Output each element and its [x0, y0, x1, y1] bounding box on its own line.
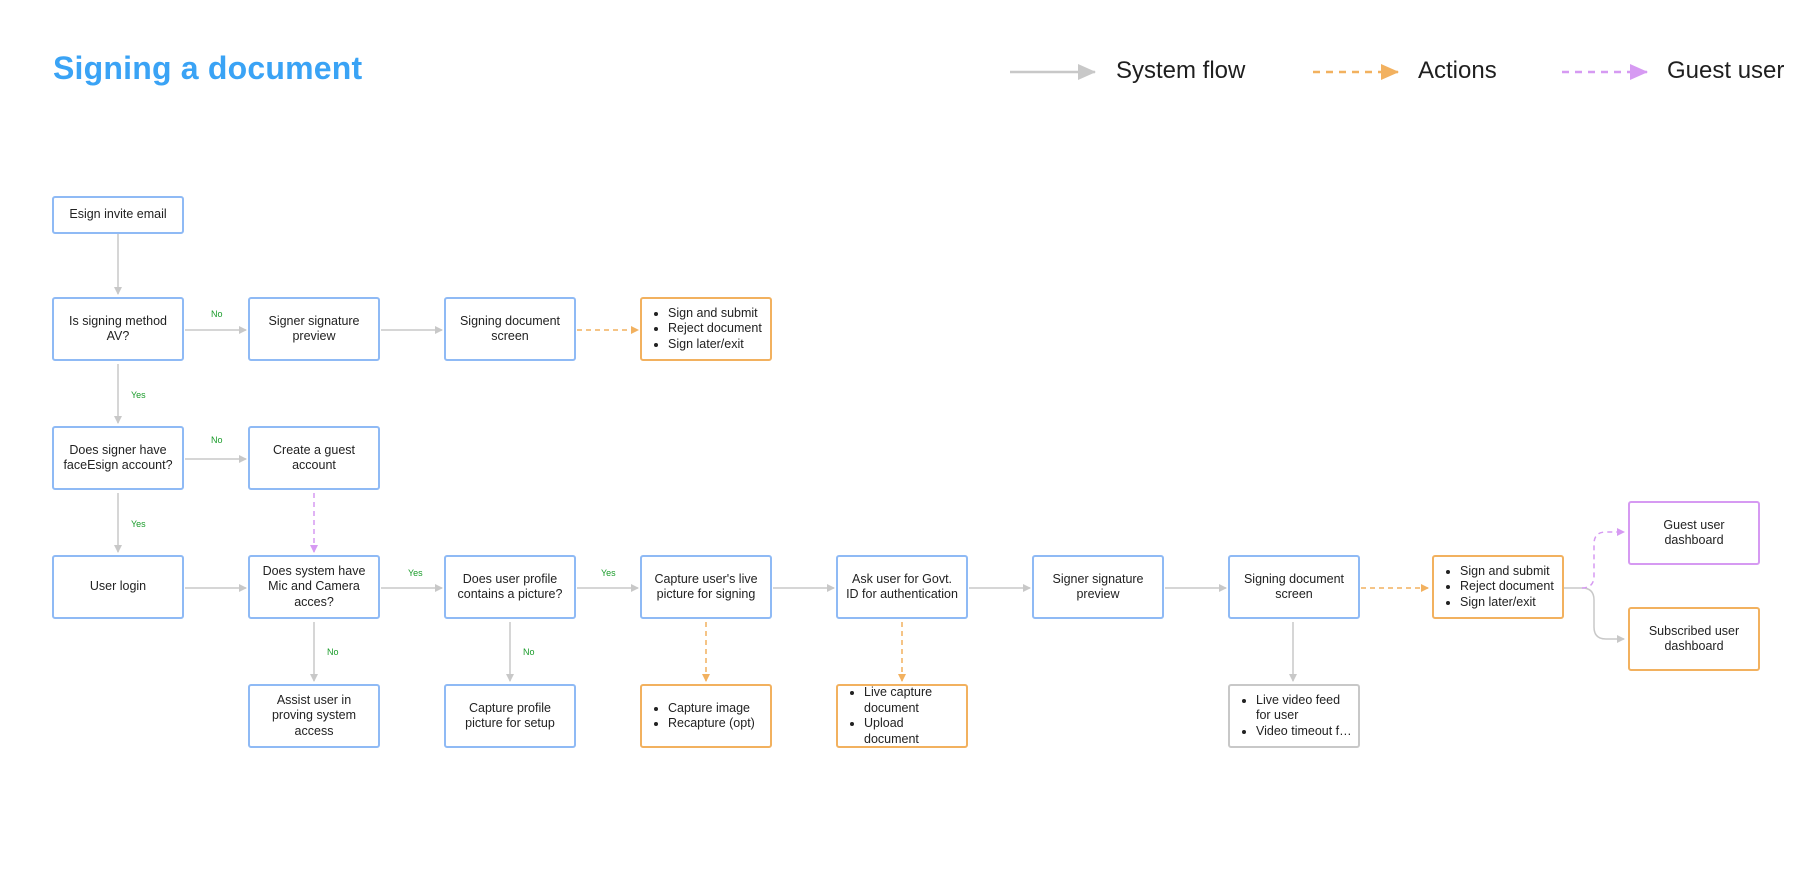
edge-label-account-no: No: [211, 435, 223, 445]
node-signer-signature-preview-top[interactable]: Signer signature preview: [248, 297, 380, 361]
action-item: Sign and submit: [668, 306, 762, 322]
action-item: Sign later/exit: [1460, 595, 1554, 611]
actions-top-list: Sign and submit Reject document Sign lat…: [654, 306, 762, 353]
edge-label-mic-no: No: [327, 647, 339, 657]
node-signer-signature-preview-bottom[interactable]: Signer signature preview: [1032, 555, 1164, 619]
node-capture-profile-picture[interactable]: Capture profile picture for setup: [444, 684, 576, 748]
id-actions-list: Live capture document Upload document: [850, 685, 958, 747]
video-item-text: Live video feed for user: [1256, 692, 1341, 723]
edge-label-av-no: No: [211, 309, 223, 319]
node-id-actions[interactable]: Live capture document Upload document: [836, 684, 968, 748]
node-has-faceesign-account[interactable]: Does signer have faceEsign account?: [52, 426, 184, 490]
node-capture-actions[interactable]: Capture image Recapture (opt): [640, 684, 772, 748]
action-item: Reject document: [1460, 579, 1554, 595]
action-item: Recapture (opt): [668, 716, 755, 732]
action-item: Upload document: [864, 716, 958, 747]
node-subscribed-user-dashboard[interactable]: Subscribed user dashboard: [1628, 607, 1760, 671]
edge-label-account-yes: Yes: [131, 519, 146, 529]
legend-system-flow-label: System flow: [1116, 57, 1246, 84]
node-ask-govt-id[interactable]: Ask user for Govt. ID for authentication: [836, 555, 968, 619]
node-create-guest-account[interactable]: Create a guest account: [248, 426, 380, 490]
edge-to-guest-dashboard: [1581, 528, 1625, 589]
video-item: Live video feed for user: [1256, 693, 1356, 724]
video-items-list: Live video feed for user Video timeout f…: [1242, 693, 1356, 740]
node-signing-document-screen-top[interactable]: Signing document screen: [444, 297, 576, 361]
action-item: Reject document: [668, 321, 762, 337]
node-guest-user-dashboard[interactable]: Guest user dashboard: [1628, 501, 1760, 565]
edge-label-mic-yes: Yes: [408, 568, 423, 578]
edge-to-subscribed-dashboard: [1564, 587, 1625, 643]
capture-actions-list: Capture image Recapture (opt): [654, 701, 755, 732]
actions-bottom-list: Sign and submit Reject document Sign lat…: [1446, 564, 1554, 611]
edge-label-av-yes: Yes: [131, 390, 146, 400]
node-actions-bottom[interactable]: Sign and submit Reject document Sign lat…: [1432, 555, 1564, 619]
node-video-items[interactable]: Live video feed for user Video timeout f…: [1228, 684, 1360, 748]
action-item: Sign and submit: [1460, 564, 1554, 580]
node-esign-invite-email[interactable]: Esign invite email: [52, 196, 184, 234]
node-profile-contains-picture[interactable]: Does user profile contains a picture?: [444, 555, 576, 619]
edge-label-profile-yes: Yes: [601, 568, 616, 578]
node-user-login[interactable]: User login: [52, 555, 184, 619]
action-item: Sign later/exit: [668, 337, 762, 353]
video-item: Video timeout for...: [1256, 724, 1356, 740]
edge-label-profile-no: No: [523, 647, 535, 657]
page-title: Signing a document: [53, 50, 363, 86]
node-assist-system-access[interactable]: Assist user in proving system access: [248, 684, 380, 748]
action-item: Capture image: [668, 701, 755, 717]
node-actions-top[interactable]: Sign and submit Reject document Sign lat…: [640, 297, 772, 361]
node-is-signing-method-av[interactable]: Is signing method AV?: [52, 297, 184, 361]
node-mic-camera-access[interactable]: Does system have Mic and Camera acces?: [248, 555, 380, 619]
action-item: Live capture document: [864, 685, 958, 716]
node-signing-document-screen-bottom[interactable]: Signing document screen: [1228, 555, 1360, 619]
video-item-text: Video timeout for...: [1256, 723, 1356, 738]
legend-actions-label: Actions: [1418, 57, 1497, 84]
node-capture-live-picture[interactable]: Capture user's live picture for signing: [640, 555, 772, 619]
legend-guest-user-label: Guest user: [1667, 57, 1785, 84]
